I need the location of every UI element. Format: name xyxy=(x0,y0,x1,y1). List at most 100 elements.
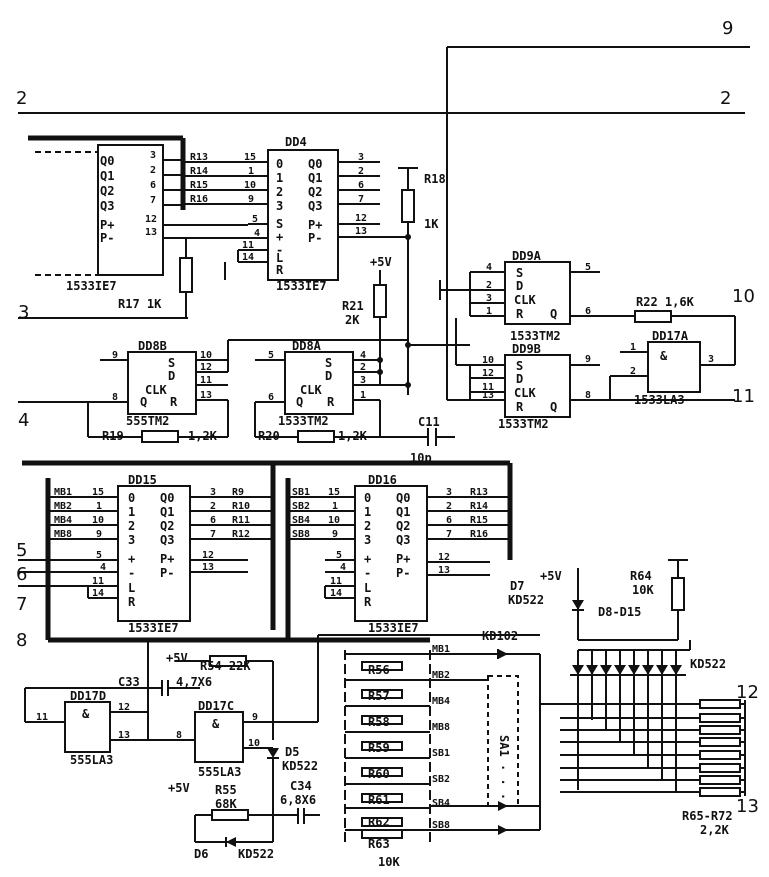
dd17a-pin-1: 1 xyxy=(630,342,636,353)
dd9a-d: D xyxy=(516,279,523,293)
dd15-pin-in0: 15 xyxy=(92,487,104,498)
dd15-ref: DD15 xyxy=(128,473,157,487)
dd16-bus-r14: R14 xyxy=(470,501,488,512)
r18-label: R18 xyxy=(424,172,446,186)
dd15-counter: DD15 1533IE7 0 1 2 3 Q0 Q1 Q2 Q3 + - L R… xyxy=(18,473,273,635)
kd522-label: KD522 xyxy=(690,657,726,671)
dd15-out-q3: Q3 xyxy=(160,533,174,547)
dd17c-ref: DD17C xyxy=(198,699,234,713)
net-label-8: 8 xyxy=(16,630,27,651)
dd15-p-minus: P- xyxy=(160,566,174,580)
r54-vcc: +5V xyxy=(166,651,188,665)
dd15-pin-minus: 4 xyxy=(100,562,106,573)
dd4-ctrl-r: R xyxy=(276,263,284,277)
dd17c-pin-9: 9 xyxy=(252,712,258,723)
dd15-bus-mb1: MB1 xyxy=(54,487,72,498)
r-bank-value: 10K xyxy=(378,855,400,869)
left-pin-q2: 6 xyxy=(150,180,156,191)
dd15-in-2: 2 xyxy=(128,519,135,533)
dd8b-part: 555TM2 xyxy=(126,414,169,428)
switch-block: KD102 SA1 . . . R56 R57 R58 R59 R60 R61 … xyxy=(344,629,560,869)
d6-value: KD522 xyxy=(238,847,274,861)
dd4-ctrl-minus: - xyxy=(276,243,283,257)
dd8b-pin-12: 12 xyxy=(200,362,212,373)
dd8a-s: S xyxy=(325,356,332,370)
dd8a-clk: CLK xyxy=(300,383,322,397)
left-counter: Q0 Q1 Q2 Q3 P+ P- 1533IE7 3 2 6 7 12 13 … xyxy=(28,135,248,318)
dd4-in-3: 3 xyxy=(276,199,283,213)
net-label-11: 11 xyxy=(732,386,755,407)
dd15-pin-in3: 9 xyxy=(96,529,102,540)
dd4-ctrl-plus: + xyxy=(276,230,283,244)
r64-value: 10K xyxy=(632,583,654,597)
left-q3: Q3 xyxy=(100,199,114,213)
dd17a-pin-3: 3 xyxy=(708,354,714,365)
dd16-part: 1533IE7 xyxy=(368,621,419,635)
dd16-out-q1: Q1 xyxy=(396,505,410,519)
dd15-ctrl-l: L xyxy=(128,581,135,595)
dd4-in-0: 0 xyxy=(276,157,283,171)
dd8a-pin-5: 5 xyxy=(268,350,274,361)
dd15-pin-in2: 10 xyxy=(92,515,104,526)
dd9b-clk: CLK xyxy=(514,386,536,400)
dd15-pin-q2: 6 xyxy=(210,515,216,526)
dd16-ctrl-l: L xyxy=(364,581,371,595)
net-label-12: 12 xyxy=(736,682,759,703)
dd8-flipflops: DD8B 555TM2 S D CLK R Q 9 8 10 12 11 13 … xyxy=(87,339,455,465)
dd16-p-plus: P+ xyxy=(396,552,410,566)
dd15-bus-r12: R12 xyxy=(232,529,250,540)
dd8b-pin-11: 11 xyxy=(200,375,212,386)
dd4-bus-r16: R16 xyxy=(190,194,208,205)
dd4-pin-q2: 6 xyxy=(358,180,364,191)
dd8a-part: 1533TM2 xyxy=(278,414,329,428)
left-p-plus: P+ xyxy=(100,218,114,232)
dd16-pin-r: 14 xyxy=(330,588,342,599)
dd16-pin-q0: 3 xyxy=(446,487,452,498)
diode-matrix: +5V D7 KD522 R64 10K D8-D15 KD522 xyxy=(508,559,746,837)
dd8b-r: R xyxy=(170,395,178,409)
r19-value: 1,2K xyxy=(188,429,218,443)
dd17a-part: 1533LA3 xyxy=(634,393,685,407)
r56-label: R56 xyxy=(368,663,390,677)
dd15-pin-q3: 7 xyxy=(210,529,216,540)
dd4-pin-in0: 15 xyxy=(244,152,256,163)
dd17a-gate: R22 1,6K DD17A 1533LA3 & 1 2 3 xyxy=(609,295,736,407)
d6-label: D6 xyxy=(194,847,208,861)
c33-label: C33 xyxy=(118,675,140,689)
dd4-pin-pminus: 13 xyxy=(355,226,367,237)
dd15-bus-r10: R10 xyxy=(232,501,250,512)
dd15-pin-q0: 3 xyxy=(210,487,216,498)
dd8a-r: R xyxy=(327,395,335,409)
dd9b-pin-r: 13 xyxy=(482,390,494,401)
dd9b-pin-9: 9 xyxy=(585,354,591,365)
c33-value: 4,7X6 xyxy=(176,675,212,689)
dd4-part: 1533IE7 xyxy=(276,279,327,293)
sw-mb4: MB4 xyxy=(432,696,450,707)
dd17d-ref: DD17D xyxy=(70,689,106,703)
dd4-pin-in2: 10 xyxy=(244,180,256,191)
top-nets: 9 2 2 3 4 5 6 7 8 10 11 12 13 xyxy=(16,18,759,817)
r22-label: R22 1,6K xyxy=(636,295,695,309)
dd9b-q: Q xyxy=(550,400,557,414)
r55-label: R55 xyxy=(215,783,237,797)
dd15-pin-pminus: 13 xyxy=(202,562,214,573)
dd17d-pin-13: 13 xyxy=(118,730,130,741)
left-p-minus: P- xyxy=(100,231,114,245)
r21-pullup: +5V R21 2K xyxy=(342,255,392,385)
dd16-pin-in1: 1 xyxy=(332,501,338,512)
dd17c-pin-10: 10 xyxy=(248,738,260,749)
dd16-pin-q3: 7 xyxy=(446,529,452,540)
dd16-pin-in3: 9 xyxy=(332,529,338,540)
net-label-2-right: 2 xyxy=(720,88,731,109)
dd9a-pin-r: 1 xyxy=(486,306,492,317)
c34-label: C34 xyxy=(290,779,312,793)
dd16-in-1: 1 xyxy=(364,505,371,519)
dd15-bus-r11: R11 xyxy=(232,515,250,526)
dd15-in-0: 0 xyxy=(128,491,135,505)
d8-d15-label: D8-D15 xyxy=(598,605,641,619)
dd16-pin-in2: 10 xyxy=(328,515,340,526)
dd4-pin-minus: 11 xyxy=(242,240,254,251)
dd16-bus-sb8: SB8 xyxy=(292,529,310,540)
dd8b-s: S xyxy=(168,356,175,370)
